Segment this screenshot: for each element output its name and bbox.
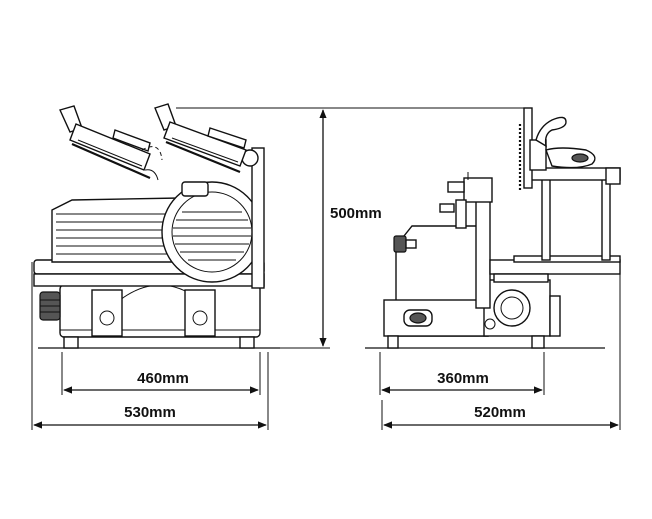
side-view-slicer	[365, 107, 621, 349]
side-inner-depth-label: 360mm	[437, 370, 489, 387]
front-inner-width-label: 460mm	[137, 370, 189, 387]
front-view-slicer	[33, 103, 280, 349]
dimension-lines	[31, 107, 621, 430]
height-label: 500mm	[330, 205, 382, 222]
front-outer-width-label: 530mm	[124, 404, 176, 421]
side-outer-depth-label: 520mm	[474, 404, 526, 421]
